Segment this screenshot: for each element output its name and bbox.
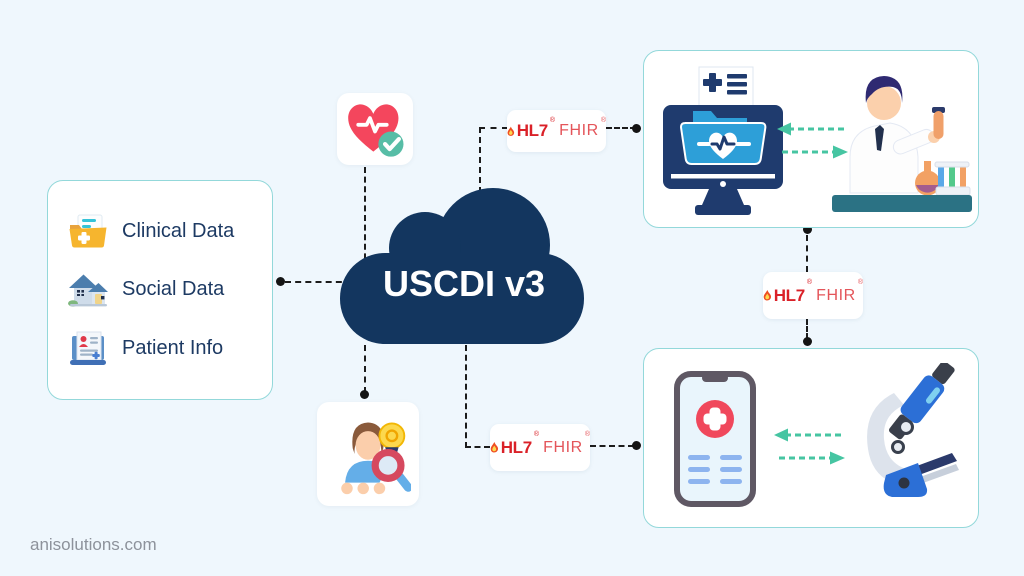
connector-top-badge-panel [606,127,636,129]
fhir-label: FHIR [559,122,599,139]
hl7-fhir-badge: HL7® FHIR® [490,424,590,471]
check-icon [378,131,404,157]
clinical-folder-icon [67,214,109,248]
medical-app-phone-icon [674,371,756,507]
person-search-card [317,402,419,506]
fhir-label: FHIR [816,286,856,304]
ehr-lab-panel [643,50,979,228]
hl7-label: HL7 [773,285,806,305]
hl7-fhir-badge: HL7® FHIR® [763,272,863,319]
arrow-left-icon [777,122,791,136]
connector-heart-cloud [364,167,367,269]
connector-dot [632,124,641,133]
uscdi-cloud: USCDI v3 [340,188,584,344]
scientist-lab-icon [832,76,972,212]
patient-document-icon [67,330,109,366]
data-exchange-arrows [777,122,848,159]
lightbulb-icon [378,422,406,450]
hl7-fhir-badge: HL7® FHIR® [507,110,606,152]
data-item-clinical: Clinical Data [67,214,267,248]
heart-pulse-check-icon [348,104,404,157]
connector-left-panel-cloud [285,281,352,283]
house-icon [67,270,109,308]
website-url: anisolutions.com [30,535,157,554]
app-microscope-panel [643,348,979,528]
ehr-monitor-folder-icon [663,66,783,215]
fhir-label: FHIR [543,438,583,456]
connector-dot [803,225,812,234]
connector-dot [276,277,285,286]
hl7-flame-icon [490,442,499,453]
data-exchange-arrows [774,428,845,465]
data-item-patient: Patient Info [67,330,267,366]
data-item-label: Social Data [122,277,225,300]
hl7-flame-icon [763,290,772,301]
hl7-label: HL7 [500,437,533,457]
person-insight-search-icon [341,422,411,495]
data-item-label: Patient Info [122,336,224,359]
connector-bottom-badge-panel [590,445,634,447]
connector-cloud-top-badge [479,127,508,193]
connector-dot [360,390,369,399]
data-categories-list: Clinical Data Social Data [47,180,273,400]
connector-dot [803,337,812,346]
cloud-label: USCDI v3 [383,263,545,304]
arrow-right-icon [830,451,845,465]
arrow-left-icon [774,428,788,442]
magnifier-icon [371,448,405,482]
arrow-right-icon [833,145,848,159]
connector-dot [632,441,641,450]
hl7-flame-icon [507,126,515,136]
heart-check-card [337,93,413,165]
connector-panels-vertical-bottom [806,319,809,339]
data-item-social: Social Data [67,270,267,308]
hl7-label: HL7 [516,121,549,140]
connector-cloud-person [364,345,367,393]
data-item-label: Clinical Data [122,219,235,242]
connector-panels-vertical-top [806,235,809,272]
connector-cloud-bottom-badge [465,345,490,448]
microscope-icon [867,363,959,497]
